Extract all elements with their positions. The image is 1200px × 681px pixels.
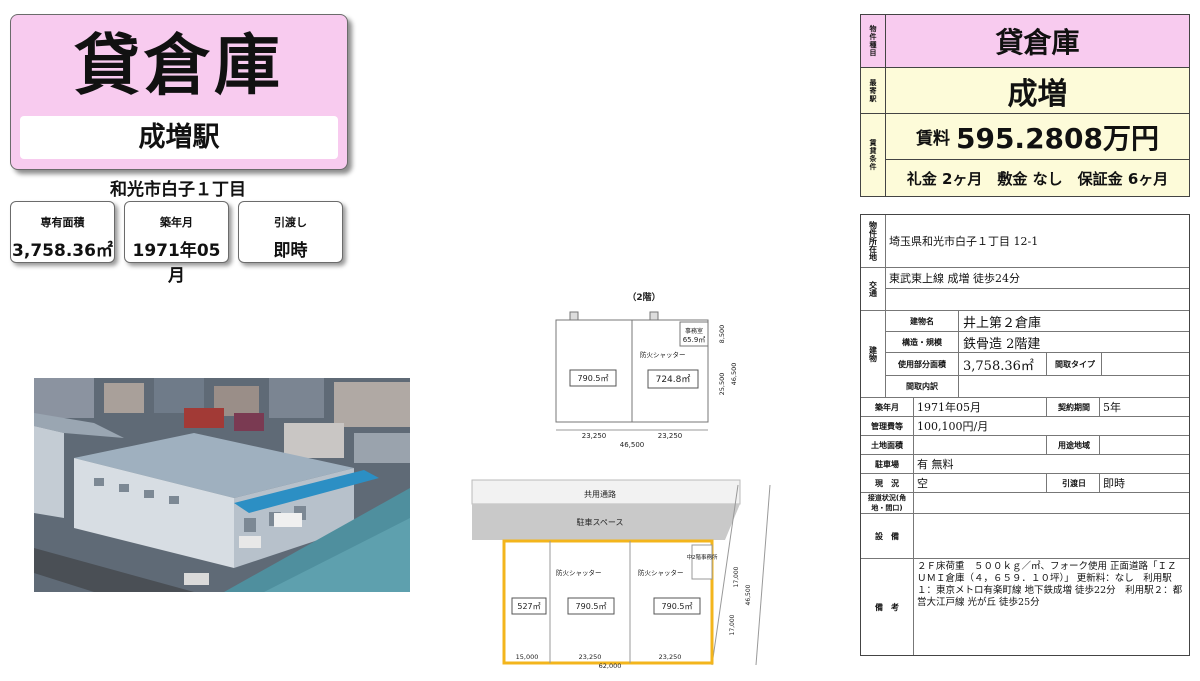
summary-fees: 礼金 2ヶ月 敷金 なし 保証金 6ヶ月 — [906, 169, 1169, 188]
transport-label: 交通 — [861, 268, 886, 310]
summary-row-terms: 賃貸条件 賃料 595.2808万円 礼金 2ヶ月 敷金 なし 保証金 6ヶ月 — [861, 114, 1189, 196]
stat-area-label: 専有面積 — [40, 216, 85, 229]
structure-label: 構造・規模 — [886, 332, 959, 352]
plan-2f-title: （2階） — [627, 291, 660, 303]
plan-1f-shutter-2: 防火シャッター — [638, 568, 684, 577]
summary-table: 物件種目 貸倉庫 最寄駅 成増 賃貸条件 賃料 595.2808万円 礼金 2ヶ… — [860, 14, 1190, 197]
plan-2f-dim-right: 23,250 — [658, 432, 683, 440]
plan-2f-dim-left: 23,250 — [582, 432, 607, 440]
remarks-value: ２Ｆ床荷重 ５００ｋｇ／㎡、フォーク使用 正面道路「ＩＺＵＭＩ倉庫（４，６５９．… — [917, 561, 1183, 608]
built-label: 築年月 — [861, 398, 914, 416]
plan-1f-room1: 527㎡ — [517, 602, 540, 611]
location-label: 物件所在地 — [861, 215, 886, 267]
plan-2f-dim-v2: 25,500 — [718, 373, 726, 396]
area-label: 使用部分面積 — [886, 353, 959, 375]
property-type-title: 貸倉庫 — [74, 27, 284, 104]
aerial-photo — [34, 378, 410, 592]
plan-2f-shutter: 防火シャッター — [640, 350, 686, 359]
summary-type-value: 貸倉庫 — [995, 26, 1080, 59]
mgmt-value: 100,100円/月 — [917, 420, 989, 433]
stat-built: 築年月 1971年05月 — [124, 201, 229, 286]
plan-1f-dim3: 23,250 — [659, 653, 682, 661]
plan-1f-dim-v3: 17,000 — [729, 614, 736, 635]
rent-label: 賃料 — [915, 129, 950, 149]
plan-1f-parking: 駐車スペース — [576, 517, 623, 527]
stat-built-label: 築年月 — [160, 216, 193, 229]
remarks-label: 備 考 — [861, 559, 914, 655]
plan-1f-dim-v1: 17,000 — [733, 566, 740, 587]
land-label: 土地面積 — [861, 436, 914, 454]
facility-label: 設 備 — [861, 514, 914, 558]
handover-value: 即時 — [1103, 477, 1125, 490]
floor-plan-1f: 共用通路 駐車スペース 中2階事務所 防火シャッター 防火シャッター 527㎡ … — [470, 475, 790, 670]
stat-area: 専有面積 3,758.36㎡ — [10, 201, 115, 263]
transport-value: 東武東上線 成増 徒歩24分 — [889, 272, 1020, 285]
building-name-value: 井上第２倉庫 — [963, 315, 1042, 331]
summary-rent: 賃料 595.2808万円 — [886, 114, 1189, 160]
stat-built-value: 1971年05月 — [132, 241, 221, 286]
plan-1f-dim1: 15,000 — [516, 653, 539, 661]
zoning-label: 用途地域 — [1049, 436, 1100, 454]
plan-2f-dim-total: 46,500 — [620, 441, 645, 449]
layout-detail-label: 間取内訳 — [886, 376, 959, 397]
structure-value: 鉄骨造 2階建 — [963, 336, 1041, 352]
plan-2f-dim-v1: 8,500 — [718, 325, 726, 344]
plan-1f-dim-v2: 46,500 — [745, 584, 752, 605]
plan-2f-office: 事務室 — [685, 327, 703, 335]
aerial-photo-illustration — [34, 378, 410, 592]
summary-row-station: 最寄駅 成増 — [861, 68, 1189, 114]
parking-value: 有 無料 — [917, 458, 954, 471]
parking-label: 駐車場 — [861, 455, 914, 473]
contract-label: 契約期間 — [1049, 398, 1100, 416]
summary-terms-label: 賃貸条件 — [861, 114, 886, 196]
building-name-label: 建物名 — [886, 311, 959, 331]
plan-2f-dim-v-total: 46,500 — [730, 363, 738, 386]
detail-table: 物件所在地 埼玉県和光市白子１丁目 12-1 交通 東武東上線 成増 徒歩24分… — [860, 214, 1190, 656]
location-value: 埼玉県和光市白子１丁目 12-1 — [889, 235, 1039, 248]
short-address: 和光市白子１丁目 — [110, 180, 246, 200]
summary-station-value: 成増 — [1007, 76, 1068, 112]
current-label: 現 況 — [861, 474, 914, 492]
handover-label: 引渡日 — [1049, 474, 1100, 492]
plan-1f-room3: 790.5㎡ — [662, 602, 693, 611]
title-card: 貸倉庫 成増駅 — [10, 14, 348, 170]
plan-1f-shutter-1: 防火シャッター — [556, 568, 602, 577]
mgmt-label: 管理費等 — [861, 417, 914, 435]
current-value: 空 — [917, 477, 928, 490]
stat-handover: 引渡し 即時 — [238, 201, 343, 263]
rent-value: 595.2808万円 — [955, 121, 1159, 155]
plan-1f-road: 共用通路 — [584, 489, 616, 499]
plan-1f-office: 中2階事務所 — [687, 553, 718, 561]
stat-area-value: 3,758.36㎡ — [12, 241, 113, 261]
plan-1f-dim-total: 62,000 — [599, 662, 622, 670]
area-value: 3,758.36㎡ — [963, 358, 1034, 374]
station-label: 成増駅 — [20, 116, 338, 159]
building-label: 建物 — [861, 311, 886, 397]
plan-1f-room2: 790.5㎡ — [576, 602, 607, 611]
plan-2f-room1: 790.5㎡ — [578, 374, 609, 383]
plan-1f-dim2: 23,250 — [579, 653, 602, 661]
summary-row-type: 物件種目 貸倉庫 — [861, 15, 1189, 68]
layout-type-label: 間取タイプ — [1049, 353, 1102, 375]
plan-2f-office-area: 65.9㎡ — [683, 336, 706, 344]
floor-plan-2f: （2階） 事務室 65.9㎡ 防火シャッター 790.5㎡ 724.8㎡ 23,… — [540, 290, 740, 450]
plan-2f-room2: 724.8㎡ — [656, 374, 691, 385]
stat-handover-value: 即時 — [273, 241, 308, 261]
stat-handover-label: 引渡し — [274, 216, 307, 229]
summary-station-label: 最寄駅 — [861, 68, 886, 113]
summary-type-label: 物件種目 — [861, 15, 886, 67]
built-value: 1971年05月 — [917, 401, 981, 414]
contract-value: 5年 — [1103, 401, 1121, 414]
road-label: 接道状況(角地・間口) — [861, 493, 914, 513]
